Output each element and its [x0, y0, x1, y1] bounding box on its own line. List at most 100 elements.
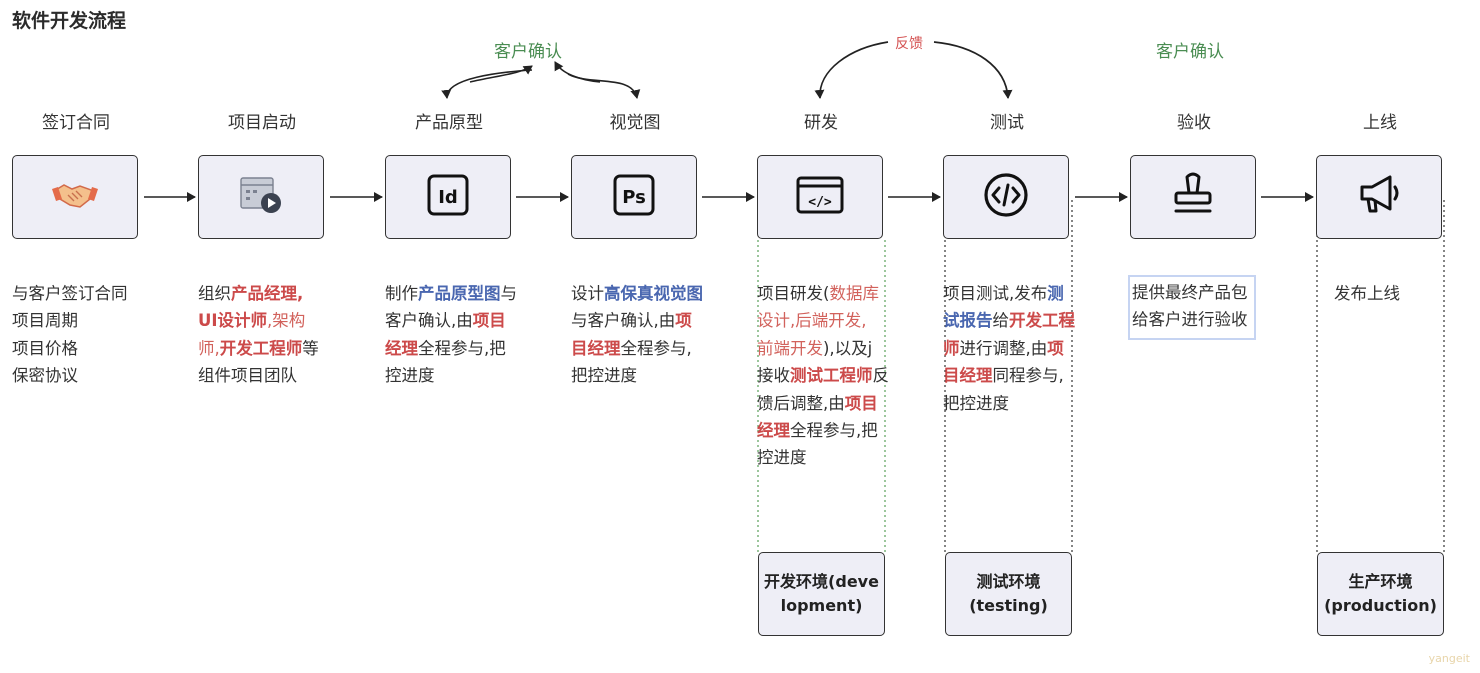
project-play-icon	[237, 174, 285, 220]
desc-text: ,	[214, 338, 220, 358]
role-project-manager: 经理	[385, 338, 418, 358]
stage-box-accept	[1130, 155, 1256, 239]
customer-confirm-note: 客户确认	[494, 42, 562, 62]
env-name-en: (testing)	[969, 596, 1048, 615]
feedback-curve-left	[814, 41, 889, 99]
desc-text: 全程参与,把	[790, 421, 878, 441]
env-name-en: lopment)	[780, 596, 863, 615]
desc-text: ,架构	[267, 311, 306, 331]
desc-text: 全程参与,	[620, 338, 692, 358]
customer-confirm-note: 客户确认	[1156, 42, 1224, 62]
deliverable-test-report: 试报告	[943, 311, 993, 331]
dev-scope: 数据库	[829, 284, 879, 303]
desc-kickoff: 组织产品经理, UI设计师,架构 师,开发工程师等 组件项目团队	[198, 280, 319, 390]
stage-label-kickoff: 项目启动	[228, 113, 296, 133]
role-ui-designer: UI设计师	[198, 311, 268, 331]
stage-box-dev: </>	[757, 155, 883, 239]
desc-text: 与	[500, 284, 518, 303]
env-name: 生产环境	[1348, 572, 1413, 591]
desc-text: 控进度	[757, 448, 807, 468]
desc-accept: 提供最终产品包 给客户进行验收	[1128, 275, 1256, 340]
photoshop-glyph: Ps	[622, 187, 646, 208]
stage-label-dev: 研发	[804, 113, 838, 133]
role-project-manager: 项	[1047, 338, 1064, 358]
desc-line: 项目周期	[12, 311, 78, 331]
desc-text: 制作	[385, 284, 418, 303]
desc-text: ),以及j	[823, 338, 873, 358]
stage-label-visual: 视觉图	[609, 113, 661, 133]
env-name: 开发环境(deve	[764, 572, 879, 591]
desc-dev: 项目研发(数据库 设计,后端开发, 前端开发),以及j 接收测试工程师反 馈后调…	[757, 280, 889, 472]
confirm-curve-left	[441, 69, 533, 99]
role-developer: 开发工程师	[219, 338, 303, 358]
confirm-curve-right-head	[554, 61, 601, 83]
feedback-note: 反馈	[893, 33, 925, 53]
stage-label-test: 测试	[990, 113, 1024, 133]
desc-test: 项目测试,发布测 试报告给开发工程 师进行调整,由项 目经理同程参与, 把控进度	[943, 280, 1075, 417]
stage-box-launch	[1316, 155, 1442, 239]
stage-label-accept: 验收	[1177, 113, 1211, 133]
env-prod: 生产环境(production)	[1317, 552, 1444, 636]
stage-label-prototype: 产品原型	[415, 113, 483, 133]
megaphone-icon	[1356, 173, 1402, 221]
deliverable-prototype: 产品原型图	[418, 284, 501, 303]
code-circle-icon	[982, 171, 1030, 223]
desc-text: 与客户确认,由	[571, 311, 676, 331]
env-name: 测试环境	[976, 572, 1041, 591]
page-title: 软件开发流程	[12, 10, 127, 32]
stage-label-contract: 签订合同	[42, 113, 110, 133]
desc-text: 同程参与,	[992, 366, 1064, 386]
code-window-glyph: </>	[808, 195, 832, 210]
desc-text: 进行调整,由	[959, 338, 1048, 358]
watermark: yangeit	[1428, 652, 1470, 665]
desc-text: 控进度	[385, 366, 435, 386]
role-project-manager: 目经理	[571, 338, 621, 358]
desc-text: 师	[198, 338, 215, 358]
desc-prototype: 制作产品原型图与 客户确认,由项目 经理全程参与,把 控进度	[385, 280, 517, 390]
desc-line: 给客户进行验收	[1132, 310, 1248, 330]
dev-scope: 前端开发	[757, 338, 823, 358]
code-window-icon: </>	[795, 175, 845, 219]
indesign-icon: Id	[426, 173, 470, 221]
deliverable-visual: 高保真视觉图	[604, 284, 703, 303]
desc-launch: 发布上线	[1334, 280, 1400, 307]
desc-line: 保密协议	[12, 366, 78, 386]
desc-text: 项目测试,发布	[943, 284, 1048, 303]
desc-text: 项目研发(	[757, 284, 830, 303]
stamp-icon	[1170, 171, 1216, 223]
stage-box-visual: Ps	[571, 155, 697, 239]
photoshop-icon: Ps	[612, 173, 656, 221]
desc-line: 提供最终产品包	[1132, 283, 1248, 302]
desc-text: 组织	[198, 284, 231, 303]
desc-contract: 与客户签订合同 项目周期 项目价格 保密协议	[12, 280, 128, 390]
role-project-manager: 项目	[472, 311, 506, 331]
desc-text: 组件项目团队	[198, 366, 297, 386]
desc-text: 等	[302, 338, 319, 358]
desc-text: 全程参与,把	[418, 338, 506, 358]
desc-text: 把控进度	[571, 366, 637, 386]
env-dev: 开发环境(deve lopment)	[758, 552, 885, 636]
env-test: 测试环境 (testing)	[945, 552, 1072, 636]
desc-text: 客户确认,由	[385, 311, 473, 331]
confirm-curve-left-head	[469, 65, 533, 83]
desc-line: 发布上线	[1334, 284, 1400, 303]
stage-box-prototype: Id	[385, 155, 511, 239]
indesign-glyph: Id	[438, 187, 458, 208]
stage-box-test	[943, 155, 1069, 239]
role-project-manager: 项	[675, 311, 692, 331]
desc-text: 设计	[571, 284, 604, 303]
desc-text: 把控进度	[943, 393, 1009, 413]
stage-box-kickoff	[198, 155, 324, 239]
desc-text: 给	[992, 311, 1010, 331]
dev-scope: 设计,后端开发,	[757, 311, 867, 331]
role-developer: 开发工程	[1009, 311, 1075, 331]
handshake-icon	[50, 177, 100, 217]
role-project-manager: 项目	[844, 393, 878, 413]
desc-text: 接收	[757, 366, 790, 386]
feedback-curve-right	[933, 41, 1013, 99]
desc-text: 反	[872, 366, 890, 386]
stage-label-launch: 上线	[1363, 113, 1397, 133]
role-product-manager: 产品经理,	[231, 284, 304, 303]
role-project-manager: 目经理	[943, 366, 993, 386]
